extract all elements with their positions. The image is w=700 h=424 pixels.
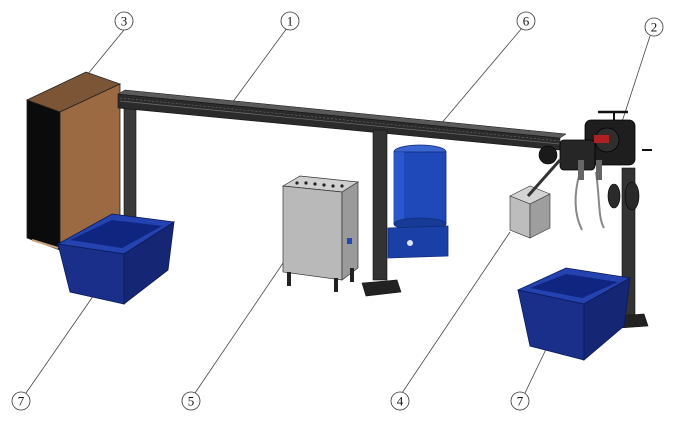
welding-head <box>538 110 652 231</box>
collection-tub-right <box>516 267 632 361</box>
callout-7a-label: 7 <box>18 394 25 409</box>
gas-tank <box>387 144 449 259</box>
control-panel <box>281 175 360 292</box>
leader-4 <box>401 231 511 394</box>
callout-5-label: 5 <box>188 394 195 409</box>
left-support-post <box>123 107 137 227</box>
center-support-post <box>361 129 402 297</box>
leader-1 <box>231 27 288 104</box>
callout-5: 5 <box>181 391 201 411</box>
leader-2 <box>619 35 651 129</box>
leader-7a <box>25 291 97 394</box>
callout-1-label: 1 <box>287 14 294 29</box>
callout-1: 1 <box>280 11 300 31</box>
callout-3: 3 <box>114 11 134 31</box>
callout-7b-label: 7 <box>517 394 524 409</box>
brace-arm <box>526 159 562 197</box>
callout-3-label: 3 <box>121 14 128 29</box>
overhead-beam <box>117 89 567 151</box>
callout-4-label: 4 <box>397 394 404 409</box>
callout-6: 6 <box>516 11 536 31</box>
callout-2-label: 2 <box>651 20 658 35</box>
leader-5 <box>194 237 301 394</box>
callout-4: 4 <box>390 391 410 411</box>
callout-2: 2 <box>644 17 664 37</box>
storage-cabinet <box>25 71 122 251</box>
leader-6 <box>439 27 523 126</box>
leader-lines <box>25 27 651 394</box>
collection-tub-left <box>56 213 176 305</box>
callout-7b: 7 <box>510 391 530 411</box>
callout-7a: 7 <box>11 391 31 411</box>
callout-6-label: 6 <box>523 14 530 29</box>
